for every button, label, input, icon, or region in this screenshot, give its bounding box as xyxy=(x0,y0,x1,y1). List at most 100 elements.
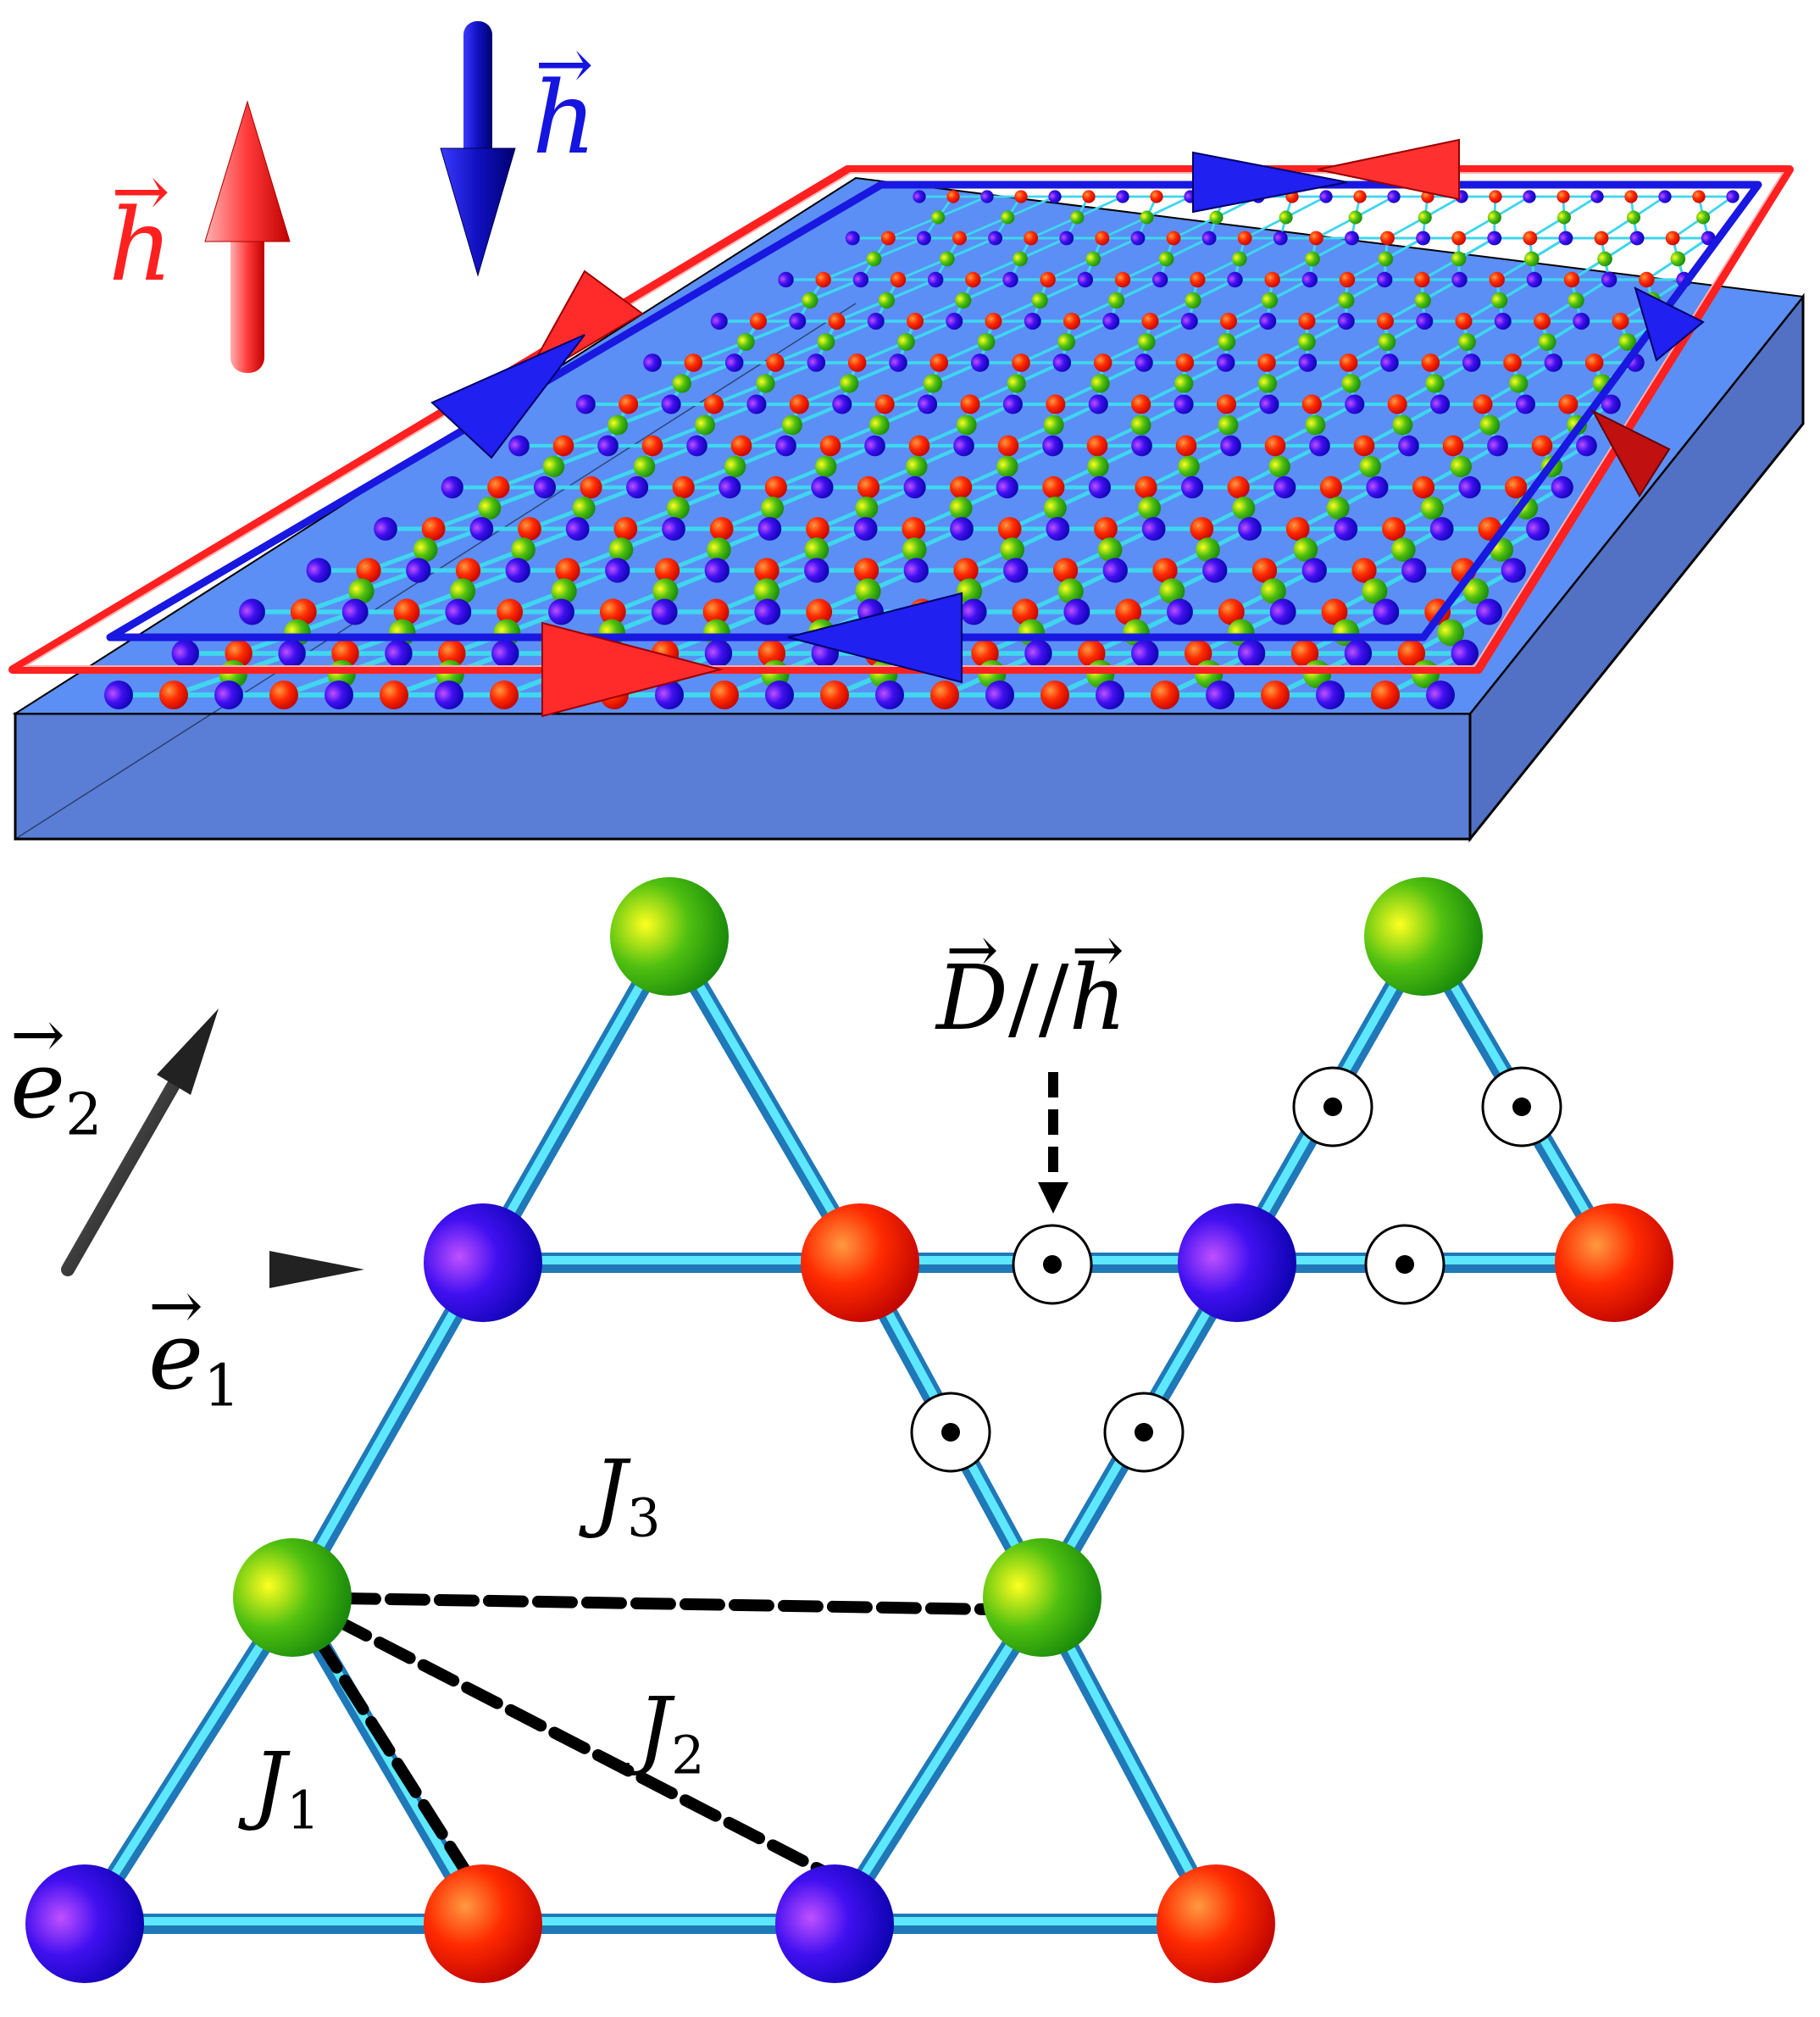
lattice-site xyxy=(608,537,634,562)
lattice-site xyxy=(1573,313,1590,330)
lattice-site xyxy=(1378,251,1394,267)
lattice-site xyxy=(455,558,481,583)
dm-vector-out-of-plane-icon xyxy=(1481,1066,1562,1147)
lattice-bond xyxy=(958,216,1008,240)
lattice-bond xyxy=(757,298,811,323)
bottom-panel xyxy=(25,877,1673,1983)
lattice-site xyxy=(1425,374,1445,393)
lattice-site xyxy=(1040,681,1069,709)
lattice-site xyxy=(438,639,466,668)
lattice-site xyxy=(1293,537,1318,562)
lattice-site xyxy=(1237,639,1266,668)
lattice-site xyxy=(902,537,927,562)
top-lattice xyxy=(104,190,1740,709)
lattice-site xyxy=(1373,598,1400,625)
lattice-site xyxy=(1040,271,1056,288)
lattice-site xyxy=(950,475,973,499)
lattice-site xyxy=(1096,681,1124,709)
lattice-site xyxy=(750,313,767,330)
lattice-bond xyxy=(1285,195,1327,219)
lattice-site xyxy=(1238,517,1262,541)
lattice-site xyxy=(997,517,1022,541)
lattice-site xyxy=(1387,394,1407,414)
lattice-site xyxy=(1131,435,1152,457)
lattice-site xyxy=(1551,475,1573,499)
lattice-site xyxy=(1348,210,1362,225)
lattice-site xyxy=(214,681,243,709)
lattice-site xyxy=(890,271,907,288)
lattice-site xyxy=(1398,435,1419,457)
lattice-site xyxy=(710,681,739,709)
lattice-site xyxy=(702,598,730,625)
top-panel xyxy=(8,21,1805,843)
lattice-site-r3 xyxy=(424,1864,542,1983)
lattice-site xyxy=(1487,231,1502,246)
lattice-site xyxy=(1151,681,1179,709)
lattice-site xyxy=(1494,313,1512,330)
lattice-site xyxy=(1387,190,1401,203)
lattice-site xyxy=(903,475,926,499)
lattice-bond-highlight xyxy=(1038,1591,1220,1925)
lattice-site xyxy=(580,475,602,499)
lattice-bond xyxy=(937,195,988,219)
lattice-site xyxy=(1070,210,1085,225)
lattice-site xyxy=(1437,619,1465,647)
dm-vector-out-of-plane-icon xyxy=(1103,1392,1185,1473)
lattice-site xyxy=(853,517,878,541)
lattice-site xyxy=(789,313,807,330)
lattice-site xyxy=(1046,394,1066,414)
lattice-bond-highlight xyxy=(479,930,674,1264)
lattice-site xyxy=(1202,558,1228,583)
lattice-site xyxy=(1043,497,1067,520)
lattice-site-g4 xyxy=(983,1538,1101,1657)
lattice-site xyxy=(1259,313,1277,330)
lattice-bond xyxy=(1030,216,1078,240)
lattice-site xyxy=(1339,353,1358,372)
lattice-site xyxy=(1344,231,1359,246)
blue-cone-bottom xyxy=(787,592,963,684)
lattice-bond-highlight xyxy=(80,1591,297,1925)
lattice-site xyxy=(1526,271,1543,288)
lattice-site xyxy=(290,598,317,625)
lattice-site xyxy=(491,639,519,668)
lattice-site xyxy=(1268,455,1290,478)
lattice-site xyxy=(1426,681,1455,709)
lattice-site xyxy=(171,639,199,668)
lattice-site xyxy=(1430,394,1451,414)
lattice-site-r2 xyxy=(1555,1203,1673,1322)
lattice-site xyxy=(1042,435,1063,457)
lattice-site xyxy=(949,497,973,520)
lattice-site xyxy=(956,414,977,436)
lattice-site xyxy=(1012,353,1030,372)
lattice-site xyxy=(746,394,767,414)
lattice-site xyxy=(1174,394,1194,414)
lattice-bond xyxy=(1019,236,1068,260)
lattice-bond xyxy=(825,319,877,344)
lattice-site-g1 xyxy=(610,877,729,996)
lattice-site xyxy=(597,435,619,457)
lattice-site xyxy=(1339,271,1356,288)
lattice-site xyxy=(929,353,949,372)
lattice-site xyxy=(1624,190,1638,203)
lattice-site xyxy=(1451,231,1467,246)
lattice-site xyxy=(374,517,397,541)
lattice-site-b2 xyxy=(1178,1203,1296,1322)
lattice-site xyxy=(1538,333,1556,351)
lattice-site xyxy=(985,313,1002,330)
lattice-site xyxy=(1597,251,1612,267)
lattice-site xyxy=(1629,231,1645,246)
lattice-site xyxy=(897,333,915,351)
lattice-site xyxy=(1450,455,1472,478)
lattice-site xyxy=(608,414,628,436)
lattice-site xyxy=(572,497,596,520)
lattice-site xyxy=(855,578,881,604)
lattice-site xyxy=(1316,681,1345,709)
lattice-site xyxy=(1077,271,1094,288)
lattice-site xyxy=(1487,210,1501,225)
lattice-site xyxy=(889,353,907,372)
lattice-site xyxy=(331,639,359,668)
lattice-site xyxy=(1043,414,1064,436)
lattice-bond xyxy=(835,298,888,323)
lattice-site xyxy=(1159,578,1185,604)
lattice-site xyxy=(923,374,943,393)
